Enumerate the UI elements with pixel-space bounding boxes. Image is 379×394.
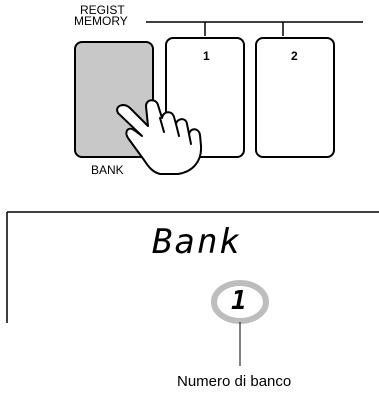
bank-label: BANK — [91, 163, 124, 177]
bank-number: 1 — [231, 286, 247, 316]
button-2-label: 2 — [291, 49, 298, 63]
lcd-display-frame — [6, 211, 379, 323]
memory-label: MEMORY — [74, 14, 128, 28]
button-1-label: 1 — [203, 49, 210, 63]
callout-label: Numero di banco — [177, 373, 292, 390]
display-text: Bank — [152, 222, 242, 262]
regist-label: REGIST — [80, 3, 125, 17]
bank-number-ring — [211, 280, 269, 324]
pressing-hand-icon — [116, 99, 203, 175]
memory-button-2[interactable] — [255, 37, 335, 158]
memory-bracket — [146, 21, 363, 36]
